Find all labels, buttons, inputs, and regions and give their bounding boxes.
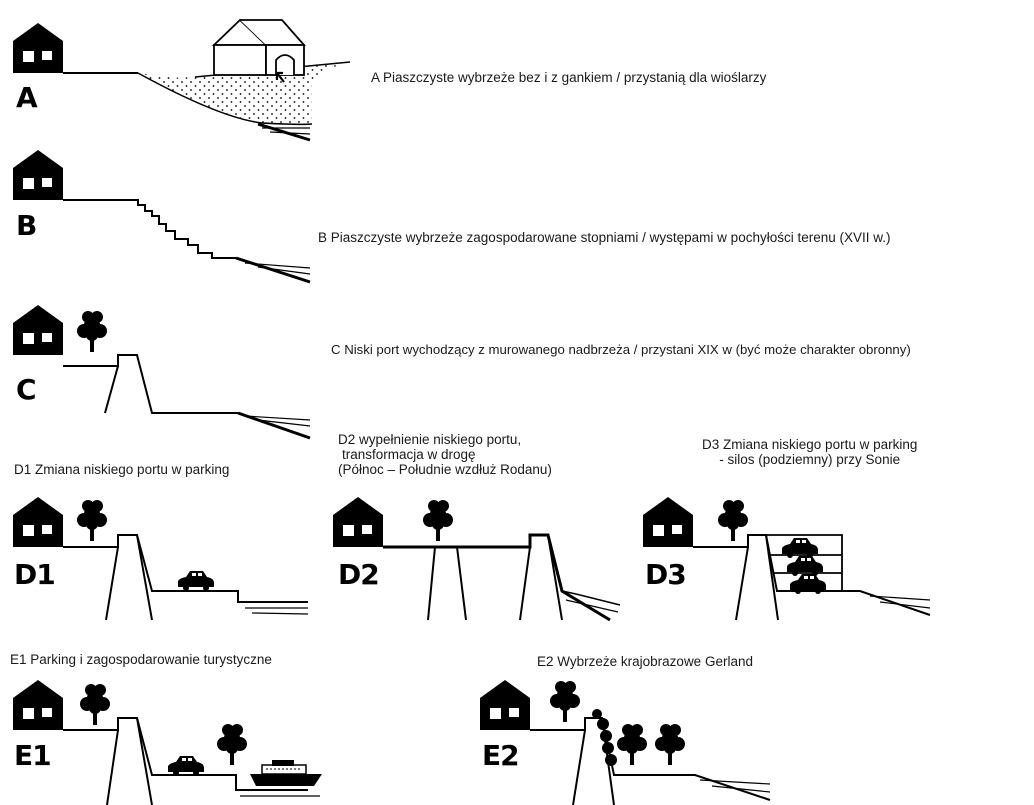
panel-label-e1: E1 — [14, 739, 52, 772]
caption-d3-line-2: - silos (podziemny) przy Sonie — [719, 452, 901, 467]
caption-d2-line-3: (Północ – Południe wzdłuż Rodanu) — [338, 462, 552, 477]
panel-label-e2: E2 — [482, 739, 520, 772]
tree-icon — [655, 724, 685, 765]
caption-e1: E1 Parking i zagospodarowanie turystyczn… — [10, 652, 272, 667]
house-icon — [13, 305, 63, 355]
tree-icon — [718, 500, 748, 541]
panel-c-drawing — [13, 305, 311, 440]
house-icon — [643, 497, 693, 547]
sand-fill — [138, 62, 350, 124]
tree-icon — [423, 500, 453, 541]
panel-b-drawing — [13, 150, 311, 284]
tree-icon — [550, 681, 580, 722]
caption-d1: D1 Zmiana niskiego portu w parking — [14, 462, 230, 477]
caption-d2: D2 wypełnienie niskiego portu, transform… — [338, 432, 552, 477]
shrub-icon — [592, 709, 617, 766]
tree-icon — [80, 684, 110, 725]
panel-label-c: C — [16, 373, 37, 406]
house-icon — [13, 150, 63, 200]
tree-icon — [77, 500, 107, 541]
panel-label-a: A — [16, 81, 38, 114]
caption-a: A Piaszczyste wybrzeże bez i z gankiem /… — [371, 70, 767, 85]
caption-b: B Piaszczyste wybrzeże zagospodarowane s… — [318, 230, 891, 245]
panel-e1-drawing — [13, 680, 322, 805]
panel-label-d1: D1 — [14, 558, 56, 591]
panel-a-drawing — [13, 18, 351, 142]
car-icon — [168, 756, 204, 776]
caption-c: C Niski port wychodzący z murowanego nad… — [331, 342, 911, 357]
tree-icon — [217, 724, 247, 765]
panel-label-d2: D2 — [338, 558, 380, 591]
boat-icon — [250, 760, 322, 786]
house-icon — [13, 23, 63, 73]
panel-d2-drawing — [333, 497, 621, 622]
caption-d3: D3 Zmiana niskiego portu w parking - sil… — [702, 437, 917, 467]
car-icon — [178, 571, 214, 591]
house-icon — [13, 680, 63, 730]
house-icon — [480, 680, 530, 730]
arrow-icon — [275, 71, 285, 83]
tree-icon — [617, 724, 647, 765]
caption-e2: E2 Wybrzeże krajobrazowe Gerland — [537, 654, 753, 669]
tree-icon — [77, 311, 107, 352]
caption-d2-line-1: D2 wypełnienie niskiego portu, — [338, 432, 522, 447]
panel-e2-drawing — [480, 680, 771, 805]
house-icon — [333, 497, 383, 547]
panel-label-b: B — [16, 209, 37, 242]
panel-label-d3: D3 — [645, 558, 687, 591]
house-icon — [13, 497, 63, 547]
panel-d1-drawing — [13, 497, 309, 621]
panel-d3-drawing — [643, 497, 931, 621]
caption-d3-line-1: D3 Zmiana niskiego portu w parking — [702, 437, 918, 452]
boathouse-icon — [211, 18, 306, 83]
caption-d2-line-2: transformacja w drogę — [342, 447, 476, 462]
